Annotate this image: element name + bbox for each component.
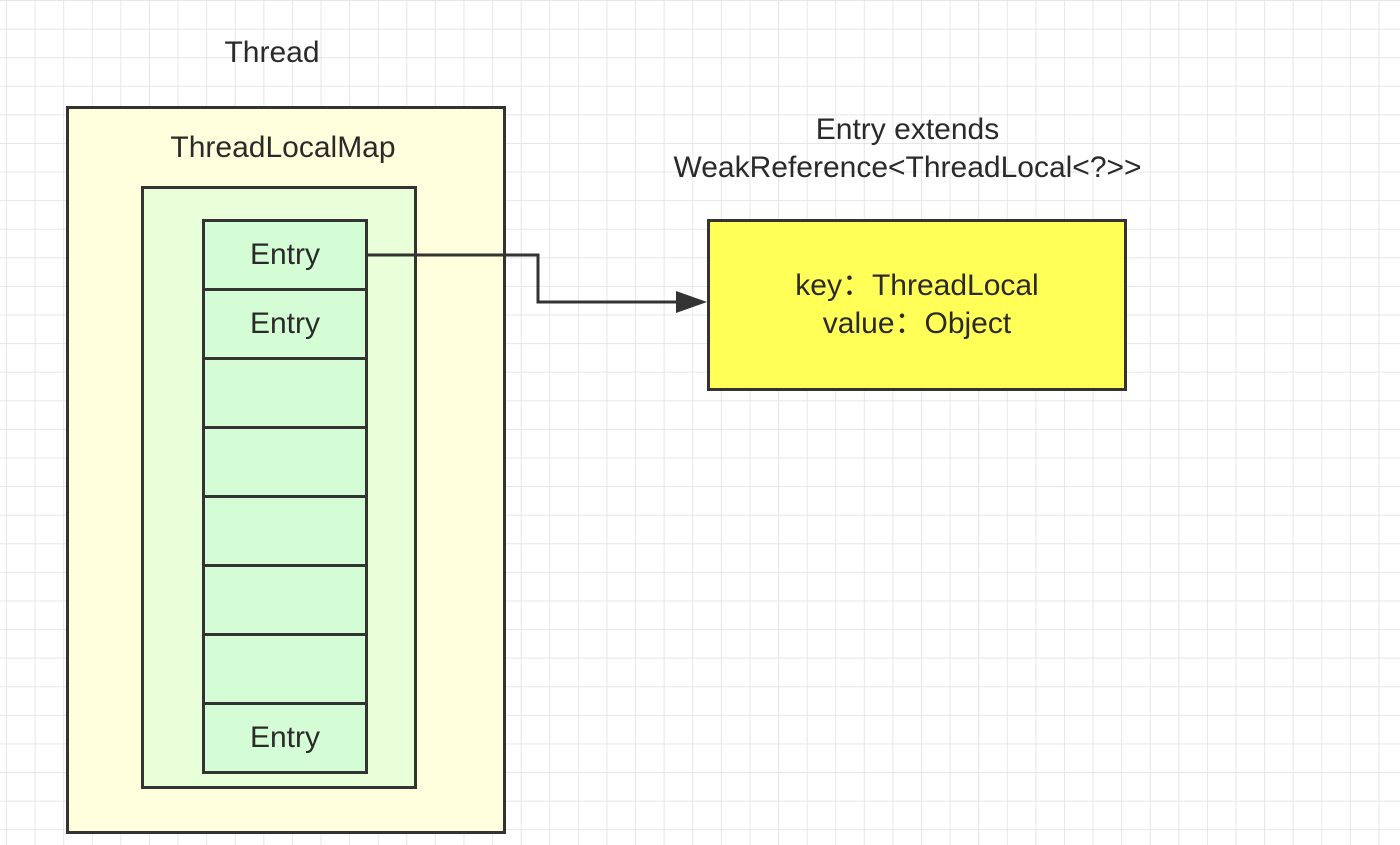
entry-slot: Entry — [202, 219, 368, 291]
entry-slot: Entry — [202, 288, 368, 360]
entry-slot: Entry — [202, 702, 368, 774]
entry-caption-line-2: WeakReference<ThreadLocal<?>> — [673, 151, 1142, 184]
thread-title: Thread — [224, 36, 320, 69]
entry-class-caption: Entry extends WeakReference<ThreadLocal<… — [620, 111, 1195, 187]
reference-arrow-line — [368, 253, 676, 304]
entry-caption-line-1: Entry extends — [815, 113, 1000, 146]
entry-detail-box: key：ThreadLocal value：Object — [707, 219, 1127, 391]
entry-table: Entry Entry Entry — [202, 219, 368, 774]
arrowhead-icon — [676, 291, 707, 313]
entry-key-text: key：ThreadLocal — [795, 269, 1039, 302]
empty-slot — [202, 357, 368, 429]
threadlocalmap-title: ThreadLocalMap — [170, 131, 396, 164]
entry-value-text: value：Object — [822, 307, 1012, 340]
empty-slot — [202, 495, 368, 567]
empty-slot — [202, 564, 368, 636]
